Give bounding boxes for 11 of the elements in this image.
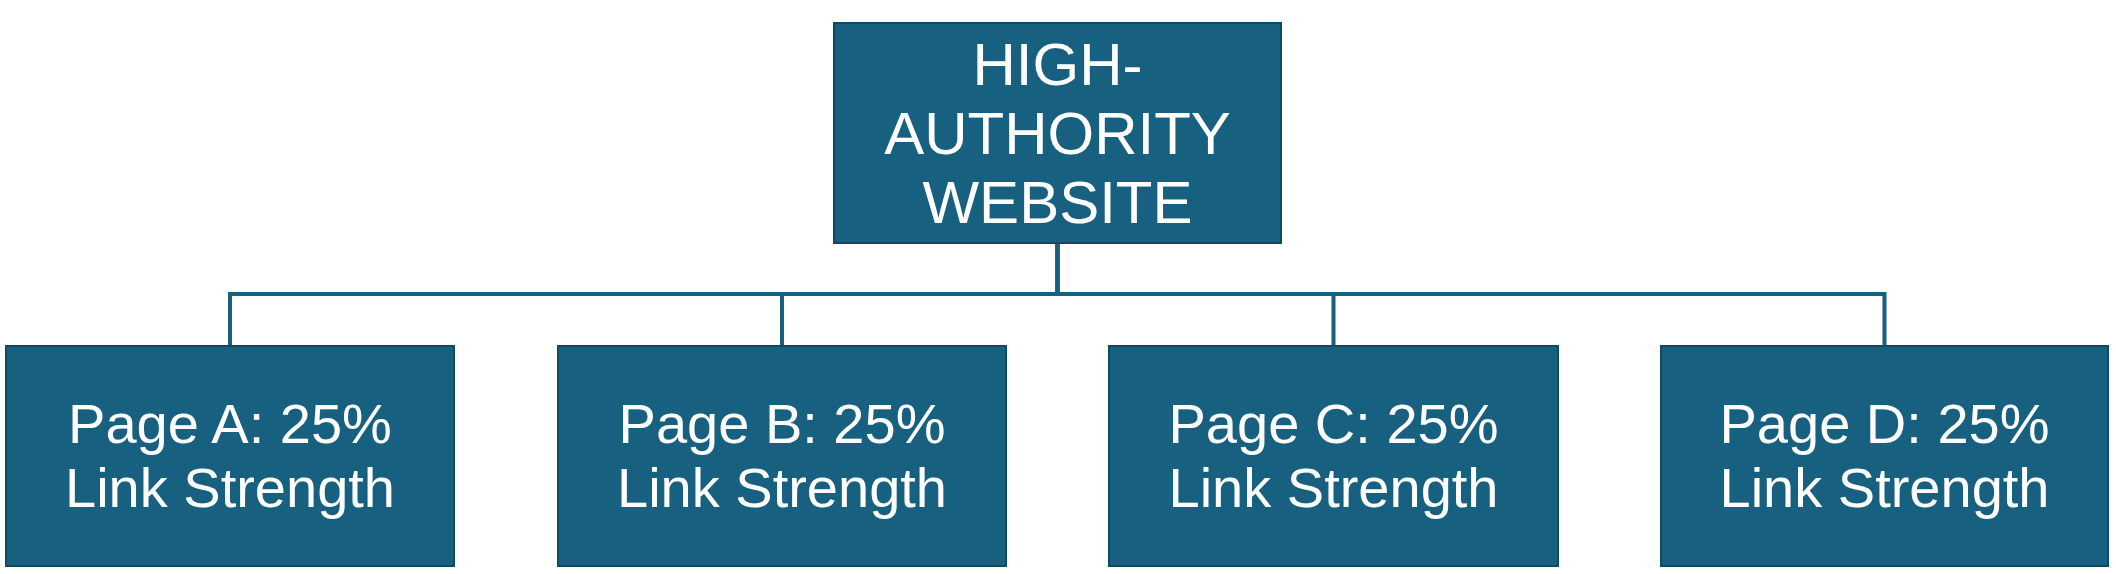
box-title: HIGH-AUTHORITY WEBSITE xyxy=(883,29,1232,237)
page-box xyxy=(557,345,1007,567)
page-box xyxy=(5,345,455,567)
connector-line xyxy=(1055,244,1887,345)
box-label: Page B: 25% Link Strength xyxy=(616,391,948,521)
box-label: Page C: 25% Link Strength xyxy=(1167,391,1500,521)
box-label: Page D: 25% Link Strength xyxy=(1718,391,2051,521)
box-label: Page A: 25% Link Strength xyxy=(64,391,396,521)
website-box xyxy=(833,22,1282,244)
page-box xyxy=(1108,345,1559,567)
page-box xyxy=(1660,345,2109,567)
